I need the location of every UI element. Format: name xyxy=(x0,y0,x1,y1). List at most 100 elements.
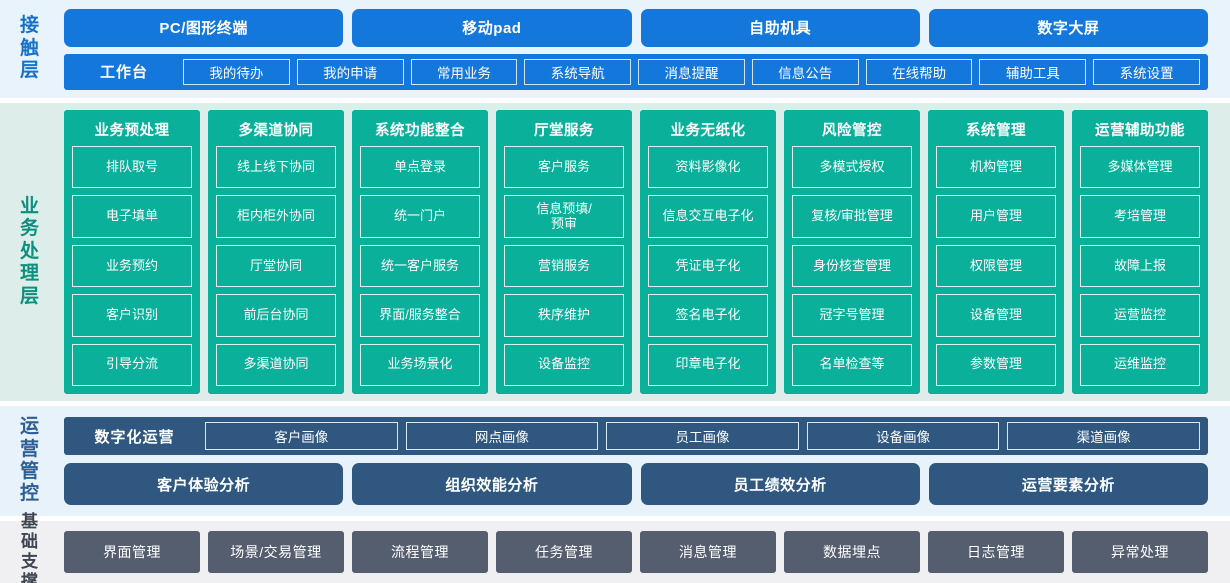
workbench-item-common-business[interactable]: 常用业务 xyxy=(410,58,518,85)
business-item[interactable]: 多渠道协同 xyxy=(216,343,336,387)
channel-row: PC/图形终端 移动pad 自助机具 数字大屏 xyxy=(64,8,1208,47)
layer-operations: 运营管控 数字化运营 客户画像 网点画像 员工画像 设备画像 渠道画像 客户体验… xyxy=(0,406,1230,516)
business-item[interactable]: 信息预填/预审 xyxy=(504,195,624,238)
business-column-title: 运营辅助功能 xyxy=(1095,123,1185,139)
business-item[interactable]: 业务场景化 xyxy=(360,343,480,387)
business-item[interactable]: 参数管理 xyxy=(936,343,1056,387)
business-item[interactable]: 机构管理 xyxy=(936,146,1056,189)
business-item[interactable]: 统一门户 xyxy=(360,195,480,238)
business-item[interactable]: 厅堂协同 xyxy=(216,244,336,288)
layer-business-body: 业务预处理 排队取号 电子填单 业务预约 客户识别 引导分流 多渠道协同 线上线… xyxy=(60,103,1230,401)
business-item[interactable]: 柜内柜外协同 xyxy=(216,195,336,238)
business-item[interactable]: 营销服务 xyxy=(504,244,624,288)
workbench-item-aux-tools[interactable]: 辅助工具 xyxy=(979,58,1087,85)
business-item[interactable]: 信息交互电子化 xyxy=(648,195,768,238)
business-column-items: 资料影像化 信息交互电子化 凭证电子化 签名电子化 印章电子化 xyxy=(648,146,768,387)
portrait-item-channel[interactable]: 渠道画像 xyxy=(1007,422,1200,450)
business-column-title: 业务预处理 xyxy=(94,123,170,139)
portrait-item-device[interactable]: 设备画像 xyxy=(806,422,1000,450)
business-column-items: 线上线下协同 柜内柜外协同 厅堂协同 前后台协同 多渠道协同 xyxy=(216,146,336,387)
business-item[interactable]: 故障上报 xyxy=(1080,244,1200,288)
business-column-title: 风险管控 xyxy=(822,123,882,139)
layer-foundation-label-text: 基础支撑 xyxy=(21,511,39,583)
analysis-row: 客户体验分析 组织效能分析 员工绩效分析 运营要素分析 xyxy=(64,463,1208,505)
business-item[interactable]: 多媒体管理 xyxy=(1080,146,1200,189)
analysis-box-operation-factor[interactable]: 运营要素分析 xyxy=(928,463,1208,505)
analysis-box-customer-experience[interactable]: 客户体验分析 xyxy=(64,463,344,505)
business-item[interactable]: 单点登录 xyxy=(360,146,480,189)
business-item[interactable]: 电子填单 xyxy=(72,195,192,238)
portrait-item-customer[interactable]: 客户画像 xyxy=(205,422,398,450)
business-item[interactable]: 线上线下协同 xyxy=(216,146,336,189)
business-item[interactable]: 客户服务 xyxy=(504,146,624,189)
workbench-title: 工作台 xyxy=(99,64,148,81)
business-column-items: 机构管理 用户管理 权限管理 设备管理 参数管理 xyxy=(936,146,1056,387)
business-column-title: 厅堂服务 xyxy=(534,123,594,139)
business-item[interactable]: 名单检查等 xyxy=(792,343,912,387)
layer-operations-body: 数字化运营 客户画像 网点画像 员工画像 设备画像 渠道画像 客户体验分析 组织… xyxy=(60,406,1230,516)
analysis-box-employee-performance[interactable]: 员工绩效分析 xyxy=(640,463,920,505)
foundation-item-data-tracking[interactable]: 数据埋点 xyxy=(784,531,920,573)
business-column-title: 系统功能整合 xyxy=(375,123,465,139)
layer-operations-label: 运营管控 xyxy=(0,406,60,516)
layer-operations-label-text: 运营管控 xyxy=(19,416,40,505)
foundation-item-task-management[interactable]: 任务管理 xyxy=(496,531,632,573)
layer-contact-label-text: 接触层 xyxy=(19,15,40,82)
business-item[interactable]: 业务预约 xyxy=(72,244,192,288)
foundation-item-ui-management[interactable]: 界面管理 xyxy=(64,531,200,573)
foundation-item-process-management[interactable]: 流程管理 xyxy=(352,531,488,573)
workbench-item-system-nav[interactable]: 系统导航 xyxy=(524,58,632,85)
channel-box-mobile-pad[interactable]: 移动pad xyxy=(352,8,632,47)
business-item[interactable]: 印章电子化 xyxy=(648,343,768,387)
channel-box-self-service[interactable]: 自助机具 xyxy=(640,8,920,47)
business-item[interactable]: 秩序维护 xyxy=(504,294,624,337)
business-item[interactable]: 资料影像化 xyxy=(648,146,768,189)
layer-contact-label: 接触层 xyxy=(0,0,60,98)
business-item[interactable]: 界面/服务整合 xyxy=(360,294,480,337)
business-item[interactable]: 设备监控 xyxy=(504,343,624,387)
business-item[interactable]: 统一客户服务 xyxy=(360,244,480,288)
workbench-item-message-reminder[interactable]: 消息提醒 xyxy=(638,58,745,85)
analysis-box-org-efficiency[interactable]: 组织效能分析 xyxy=(352,463,632,505)
layer-business-label-text: 业务处理层 xyxy=(19,195,40,307)
business-item[interactable]: 引导分流 xyxy=(72,343,192,387)
business-item[interactable]: 用户管理 xyxy=(936,195,1056,238)
business-item[interactable]: 运维监控 xyxy=(1080,343,1200,387)
foundation-item-scenario-transaction[interactable]: 场景/交易管理 xyxy=(208,531,344,573)
foundation-row: 界面管理 场景/交易管理 流程管理 任务管理 消息管理 数据埋点 日志管理 异常… xyxy=(64,531,1208,573)
workbench-item-online-help[interactable]: 在线帮助 xyxy=(865,58,973,85)
workbench-item-my-todo[interactable]: 我的待办 xyxy=(183,58,290,85)
business-item[interactable]: 身份核查管理 xyxy=(792,244,912,288)
layer-contact: 接触层 PC/图形终端 移动pad 自助机具 数字大屏 工作台 我的待办 我的申… xyxy=(0,0,1230,98)
business-item[interactable]: 考培管理 xyxy=(1080,195,1200,238)
workbench-item-system-settings[interactable]: 系统设置 xyxy=(1093,58,1201,85)
business-item[interactable]: 冠字号管理 xyxy=(792,294,912,337)
business-item[interactable]: 前后台协同 xyxy=(216,294,336,337)
business-item[interactable]: 运营监控 xyxy=(1080,294,1200,337)
portrait-item-employee[interactable]: 员工画像 xyxy=(606,422,799,450)
foundation-item-log-management[interactable]: 日志管理 xyxy=(928,531,1064,573)
business-item[interactable]: 排队取号 xyxy=(72,146,192,189)
channel-box-pc[interactable]: PC/图形终端 xyxy=(64,8,344,47)
layer-business: 业务处理层 业务预处理 排队取号 电子填单 业务预约 客户识别 引导分流 多渠道… xyxy=(0,103,1230,401)
business-column-items: 客户服务 信息预填/预审 营销服务 秩序维护 设备监控 xyxy=(504,146,624,387)
portrait-item-branch[interactable]: 网点画像 xyxy=(405,422,599,450)
business-item[interactable]: 权限管理 xyxy=(936,244,1056,288)
business-item[interactable]: 客户识别 xyxy=(72,294,192,337)
business-item[interactable]: 签名电子化 xyxy=(648,294,768,337)
business-column-multichannel: 多渠道协同 线上线下协同 柜内柜外协同 厅堂协同 前后台协同 多渠道协同 xyxy=(208,110,344,394)
workbench-item-info-bulletin[interactable]: 信息公告 xyxy=(751,58,859,85)
layer-business-label: 业务处理层 xyxy=(0,103,60,401)
digital-operations-row: 数字化运营 客户画像 网点画像 员工画像 设备画像 渠道画像 xyxy=(64,417,1208,455)
business-item[interactable]: 凭证电子化 xyxy=(648,244,768,288)
workbench-item-my-application[interactable]: 我的申请 xyxy=(296,58,404,85)
business-item[interactable]: 多模式授权 xyxy=(792,146,912,189)
layer-foundation: 基础支撑 界面管理 场景/交易管理 流程管理 任务管理 消息管理 数据埋点 日志… xyxy=(0,512,1230,583)
foundation-item-message-management[interactable]: 消息管理 xyxy=(640,531,776,573)
business-item[interactable]: 设备管理 xyxy=(936,294,1056,337)
foundation-item-exception-handling[interactable]: 异常处理 xyxy=(1072,531,1208,573)
business-item[interactable]: 复核/审批管理 xyxy=(792,195,912,238)
channel-box-digital-screen[interactable]: 数字大屏 xyxy=(928,8,1208,47)
band-divider-3 xyxy=(0,516,1230,521)
